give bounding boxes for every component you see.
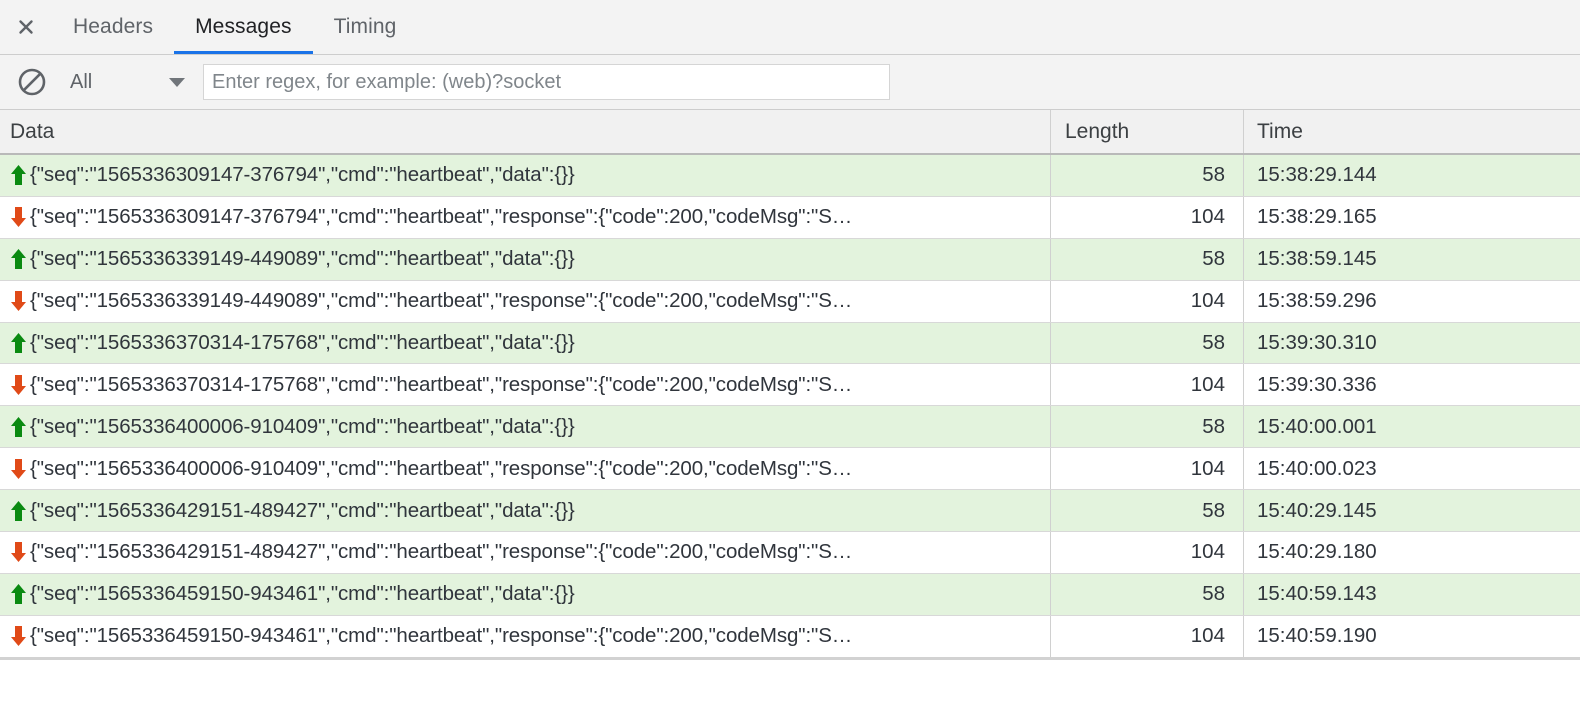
table-body: {"seq":"1565336309147-376794","cmd":"hea… — [0, 155, 1580, 657]
cell-time: 15:38:59.145 — [1243, 238, 1580, 280]
table-row[interactable]: {"seq":"1565336400006-910409","cmd":"hea… — [0, 448, 1580, 491]
tab-timing-label: Timing — [333, 15, 397, 38]
table-row[interactable]: {"seq":"1565336309147-376794","cmd":"hea… — [0, 196, 1580, 239]
cell-length: 104 — [1050, 615, 1243, 657]
cell-data: {"seq":"1565336459150-943461","cmd":"hea… — [0, 574, 1050, 615]
cell-length: 58 — [1050, 490, 1243, 532]
cell-length: 104 — [1050, 448, 1243, 490]
table-row[interactable]: {"seq":"1565336429151-489427","cmd":"hea… — [0, 490, 1580, 533]
message-payload: {"seq":"1565336429151-489427","cmd":"hea… — [30, 498, 575, 522]
filter-bar: All — [0, 55, 1580, 110]
table-row[interactable]: {"seq":"1565336339149-449089","cmd":"hea… — [0, 238, 1580, 281]
arrow-up-icon — [11, 500, 26, 521]
cell-time: 15:38:29.165 — [1243, 196, 1580, 238]
table-row[interactable]: {"seq":"1565336309147-376794","cmd":"hea… — [0, 155, 1580, 197]
close-icon — [19, 20, 33, 34]
cell-length: 58 — [1050, 573, 1243, 615]
message-payload: {"seq":"1565336309147-376794","cmd":"hea… — [30, 163, 575, 187]
table-header-row: Data Length Time — [0, 110, 1580, 155]
message-payload: {"seq":"1565336370314-175768","cmd":"hea… — [30, 331, 575, 354]
arrow-down-icon — [11, 626, 26, 647]
column-header-data[interactable]: Data — [10, 119, 55, 143]
cell-time: 15:40:59.190 — [1243, 615, 1580, 657]
close-panel-button[interactable] — [0, 0, 52, 54]
no-entry-clear-icon — [18, 68, 46, 96]
table-row[interactable]: {"seq":"1565336459150-943461","cmd":"hea… — [0, 615, 1580, 657]
cell-length: 104 — [1050, 280, 1243, 322]
message-payload: {"seq":"1565336459150-943461","cmd":"hea… — [30, 624, 853, 648]
tab-headers-label: Headers — [73, 15, 154, 38]
cell-length: 58 — [1050, 322, 1243, 364]
message-payload: {"seq":"1565336400006-910409","cmd":"hea… — [30, 414, 575, 438]
arrow-up-icon — [11, 584, 26, 605]
cell-data: {"seq":"1565336429151-489427","cmd":"hea… — [0, 490, 1050, 531]
cell-time: 15:40:00.001 — [1243, 406, 1580, 448]
table-row[interactable]: {"seq":"1565336459150-943461","cmd":"hea… — [0, 573, 1580, 616]
cell-data: {"seq":"1565336309147-376794","cmd":"hea… — [0, 197, 1050, 238]
cell-data: {"seq":"1565336459150-943461","cmd":"hea… — [0, 616, 1050, 657]
message-payload: {"seq":"1565336459150-943461","cmd":"hea… — [30, 582, 575, 606]
message-type-filter-value: All — [70, 70, 93, 93]
table-row[interactable]: {"seq":"1565336370314-175768","cmd":"hea… — [0, 364, 1580, 407]
cell-time: 15:38:59.296 — [1243, 280, 1580, 322]
arrow-up-icon — [11, 249, 26, 270]
arrow-down-icon — [11, 291, 26, 312]
cell-data: {"seq":"1565336429151-489427","cmd":"hea… — [0, 532, 1050, 573]
message-detail-pane — [0, 657, 1580, 716]
cell-length: 104 — [1050, 364, 1243, 406]
arrow-up-icon — [11, 416, 26, 437]
cell-time: 15:40:59.143 — [1243, 573, 1580, 615]
table-row[interactable]: {"seq":"1565336370314-175768","cmd":"hea… — [0, 322, 1580, 365]
tab-headers[interactable]: Headers — [52, 0, 174, 54]
cell-time: 15:40:29.180 — [1243, 532, 1580, 573]
cell-data: {"seq":"1565336400006-910409","cmd":"hea… — [0, 448, 1050, 489]
cell-data: {"seq":"1565336370314-175768","cmd":"hea… — [0, 364, 1050, 405]
messages-table: Data Length Time {"seq":"1565336309147-3… — [0, 110, 1580, 657]
arrow-down-icon — [11, 374, 26, 395]
clear-messages-button[interactable] — [14, 64, 50, 100]
cell-time: 15:38:29.144 — [1243, 155, 1580, 196]
message-payload: {"seq":"1565336400006-910409","cmd":"hea… — [30, 456, 853, 480]
column-header-time[interactable]: Time — [1243, 110, 1580, 153]
message-payload: {"seq":"1565336429151-489427","cmd":"hea… — [30, 540, 853, 564]
cell-length: 104 — [1050, 532, 1243, 573]
cell-data: {"seq":"1565336339149-449089","cmd":"hea… — [0, 239, 1050, 280]
message-payload: {"seq":"1565336339149-449089","cmd":"hea… — [30, 247, 575, 271]
cell-length: 104 — [1050, 196, 1243, 238]
arrow-down-icon — [11, 542, 26, 563]
message-type-filter-dropdown[interactable]: All — [70, 71, 185, 94]
tab-messages[interactable]: Messages — [174, 0, 313, 54]
arrow-down-icon — [11, 458, 26, 479]
table-row[interactable]: {"seq":"1565336339149-449089","cmd":"hea… — [0, 280, 1580, 323]
cell-length: 58 — [1050, 238, 1243, 280]
cell-data: {"seq":"1565336309147-376794","cmd":"hea… — [0, 155, 1050, 196]
tab-bar: Headers Messages Timing — [0, 0, 1580, 55]
cell-length: 58 — [1050, 155, 1243, 196]
chevron-down-icon — [169, 77, 185, 87]
cell-data: {"seq":"1565336400006-910409","cmd":"hea… — [0, 406, 1050, 447]
cell-data: {"seq":"1565336339149-449089","cmd":"hea… — [0, 281, 1050, 322]
cell-data: {"seq":"1565336370314-175768","cmd":"hea… — [0, 323, 1050, 364]
cell-time: 15:40:29.145 — [1243, 490, 1580, 532]
arrow-up-icon — [11, 333, 26, 353]
cell-time: 15:39:30.310 — [1243, 322, 1580, 364]
message-payload: {"seq":"1565336309147-376794","cmd":"hea… — [30, 205, 853, 229]
table-row[interactable]: {"seq":"1565336429151-489427","cmd":"hea… — [0, 532, 1580, 574]
arrow-down-icon — [11, 207, 26, 228]
regex-filter-input[interactable] — [203, 64, 890, 100]
cell-length: 58 — [1050, 406, 1243, 448]
message-payload: {"seq":"1565336339149-449089","cmd":"hea… — [30, 289, 853, 313]
cell-time: 15:40:00.023 — [1243, 448, 1580, 490]
tab-messages-label: Messages — [195, 15, 292, 38]
arrow-up-icon — [11, 165, 26, 186]
column-header-length[interactable]: Length — [1050, 110, 1243, 153]
cell-time: 15:39:30.336 — [1243, 364, 1580, 406]
message-payload: {"seq":"1565336370314-175768","cmd":"hea… — [30, 372, 853, 396]
tab-timing[interactable]: Timing — [313, 0, 418, 54]
table-row[interactable]: {"seq":"1565336400006-910409","cmd":"hea… — [0, 406, 1580, 449]
